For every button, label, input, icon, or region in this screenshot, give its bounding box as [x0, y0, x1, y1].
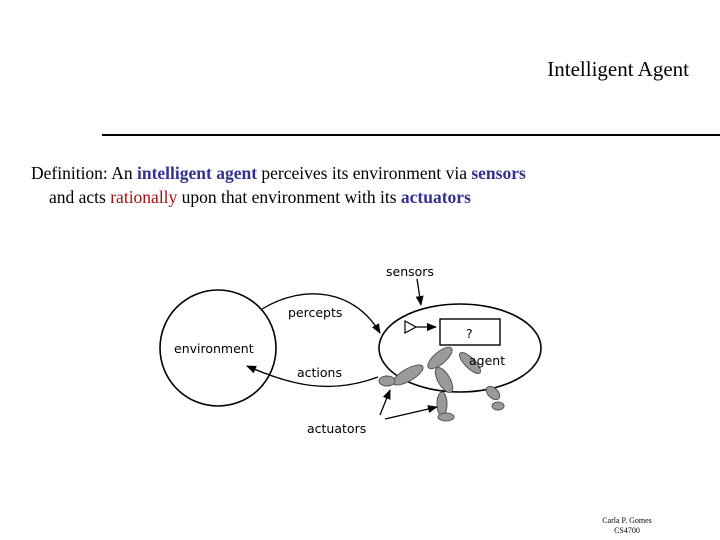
actions-label: actions	[297, 365, 342, 380]
sensors-label: sensors	[386, 264, 434, 279]
agent-program-box	[439, 318, 501, 346]
definition-line-2: and acts rationally upon that environmen…	[31, 185, 711, 209]
definition-text: Definition: An intelligent agent perceiv…	[31, 161, 711, 209]
slide-title: Intelligent Agent	[547, 57, 689, 81]
title-divider	[102, 134, 720, 136]
actuator-limbs	[378, 346, 505, 422]
term-actuators: actuators	[400, 187, 471, 207]
actuators-pointer-1	[379, 389, 391, 416]
actions-arrow	[246, 365, 379, 388]
actuators-pointer-2	[384, 405, 438, 420]
sensors-pointer	[415, 278, 424, 306]
agent-label: agent	[469, 353, 505, 368]
footer-author: Carla P. Gomes	[602, 516, 652, 525]
agent-ellipse	[378, 303, 542, 393]
agent-environment-diagram: environment percepts actions sensors act…	[159, 264, 542, 436]
footer-course: CS4700	[614, 526, 640, 535]
environment-ellipse	[159, 289, 277, 407]
definition-part: upon that environment with its	[177, 187, 401, 207]
percepts-label: percepts	[288, 305, 342, 320]
definition-part: and acts	[49, 187, 111, 207]
term-sensors: sensors	[471, 163, 526, 183]
term-rationally: rationally	[110, 187, 178, 207]
actuators-label: actuators	[307, 421, 366, 436]
sensor-eye-icon	[404, 319, 418, 335]
environment-label: environment	[174, 341, 254, 356]
definition-part: Definition: An	[31, 163, 137, 183]
unknown-label: ?	[466, 326, 473, 341]
definition-part: perceives its environment via	[257, 163, 472, 183]
term-intelligent-agent: intelligent agent	[136, 163, 258, 183]
slide-footer: Carla P. Gomes CS4700	[575, 516, 679, 536]
percepts-arrow	[261, 293, 381, 334]
